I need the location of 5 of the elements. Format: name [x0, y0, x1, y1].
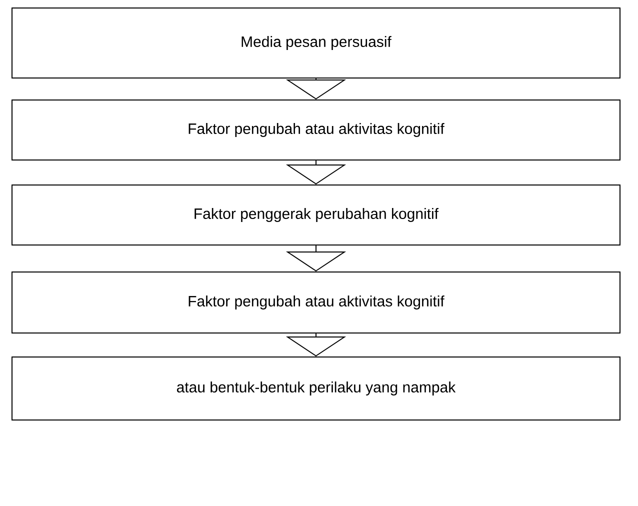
process-box: Faktor penggerak perubahan kognitif [12, 184, 620, 246]
process-box: Faktor pengubah atau aktivitas kognitif [12, 100, 620, 160]
process-box: Faktor pengubah atau aktivitas kognitif [12, 272, 620, 334]
process-box: Media pesan persuasif [12, 8, 620, 78]
process-box: atau bentuk-bentuk perilaku yang nampak [12, 356, 620, 420]
